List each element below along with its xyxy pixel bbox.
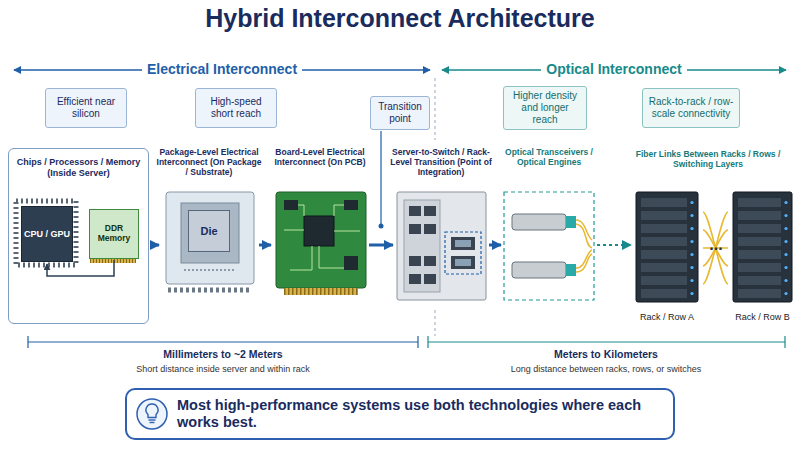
node-text: Board-Level Electrical Interconnect (On … xyxy=(268,148,372,168)
distance-note: Long distance between racks, rows, or sw… xyxy=(456,364,756,374)
transceiver-modules xyxy=(504,192,594,300)
board-stage: Board-Level Electrical Interconnect (On … xyxy=(272,148,368,298)
ellipsis: ... xyxy=(702,236,730,254)
section-arrows xyxy=(14,70,786,336)
feature-box: Rack-to-rack / row-scale connectivity xyxy=(642,88,740,128)
feature-box: High-speed short reach xyxy=(195,88,277,128)
distance-label: Millimeters to ~2 Meters xyxy=(158,348,287,360)
section-label: Optical Interconnect xyxy=(541,61,686,77)
distance-note: Short distance inside server and within … xyxy=(73,364,373,374)
diagram-title: Hybrid Interconnect Architecture xyxy=(0,4,800,33)
rack-unit: Rack / Row B xyxy=(729,190,796,322)
distance-label: Meters to Kilometers xyxy=(549,348,663,360)
server-racks xyxy=(636,192,792,302)
node-text: Higher density and longer reach xyxy=(508,90,582,126)
connector xyxy=(597,244,631,246)
switch-stage: Server-to-Switch / Rack-Level Transition… xyxy=(394,148,488,303)
node-text: Chips / Processors / Memory (Inside Serv… xyxy=(13,157,144,179)
distance-brackets xyxy=(28,336,785,348)
node-text: High-speed short reach xyxy=(200,96,272,120)
node-text: DDR Memory xyxy=(92,224,136,244)
node-text: Rack / Row A xyxy=(632,312,702,322)
node-text: Server-to-Switch / Rack-Level Transition… xyxy=(390,148,492,177)
summary-box: Most high-performance systems use both t… xyxy=(125,388,675,440)
cpu-chip: CPU / GPU xyxy=(21,206,73,262)
connector xyxy=(47,260,114,276)
package-stage: Package-Level Electrical Interconnect (O… xyxy=(160,148,258,298)
connector xyxy=(150,244,159,247)
feature-box: Efficient near silicon xyxy=(45,88,127,128)
node-text: Package-Level Electrical Interconnect (O… xyxy=(156,148,262,177)
rack-unit: Rack / Row A xyxy=(632,190,702,322)
node-text: Most high-performance systems use both t… xyxy=(177,397,663,432)
pcb-board xyxy=(276,192,366,295)
memory-module: DDR Memory xyxy=(89,209,139,259)
connector xyxy=(259,244,271,247)
node-text: Transition point xyxy=(375,101,425,125)
stage-heading: Fiber Links Between Racks / Rows / Switc… xyxy=(622,150,794,170)
node-text: Rack / Row B xyxy=(729,312,796,322)
leader-line xyxy=(379,131,384,229)
section-label: Electrical Interconnect xyxy=(142,61,302,77)
package-substrate xyxy=(166,192,254,290)
optical-stage: Optical Transceivers / Optical Engines xyxy=(502,148,596,303)
feature-box: Higher density and longer reach xyxy=(503,86,587,130)
node-text: Die xyxy=(200,225,217,237)
die-box: Die xyxy=(188,210,230,252)
feature-box: Transition point xyxy=(370,96,430,130)
node-text: CPU / GPU xyxy=(24,229,70,239)
switch-chassis xyxy=(397,192,486,300)
connector xyxy=(489,244,501,247)
connector xyxy=(369,244,393,247)
bulb-icon xyxy=(137,399,167,429)
node-text: Efficient near silicon xyxy=(50,96,122,120)
chips-panel: Chips / Processors / Memory (Inside Serv… xyxy=(8,148,149,324)
node-text: Optical Transceivers / Optical Engines xyxy=(498,148,600,168)
node-text: Rack-to-rack / row-scale connectivity xyxy=(647,96,735,120)
